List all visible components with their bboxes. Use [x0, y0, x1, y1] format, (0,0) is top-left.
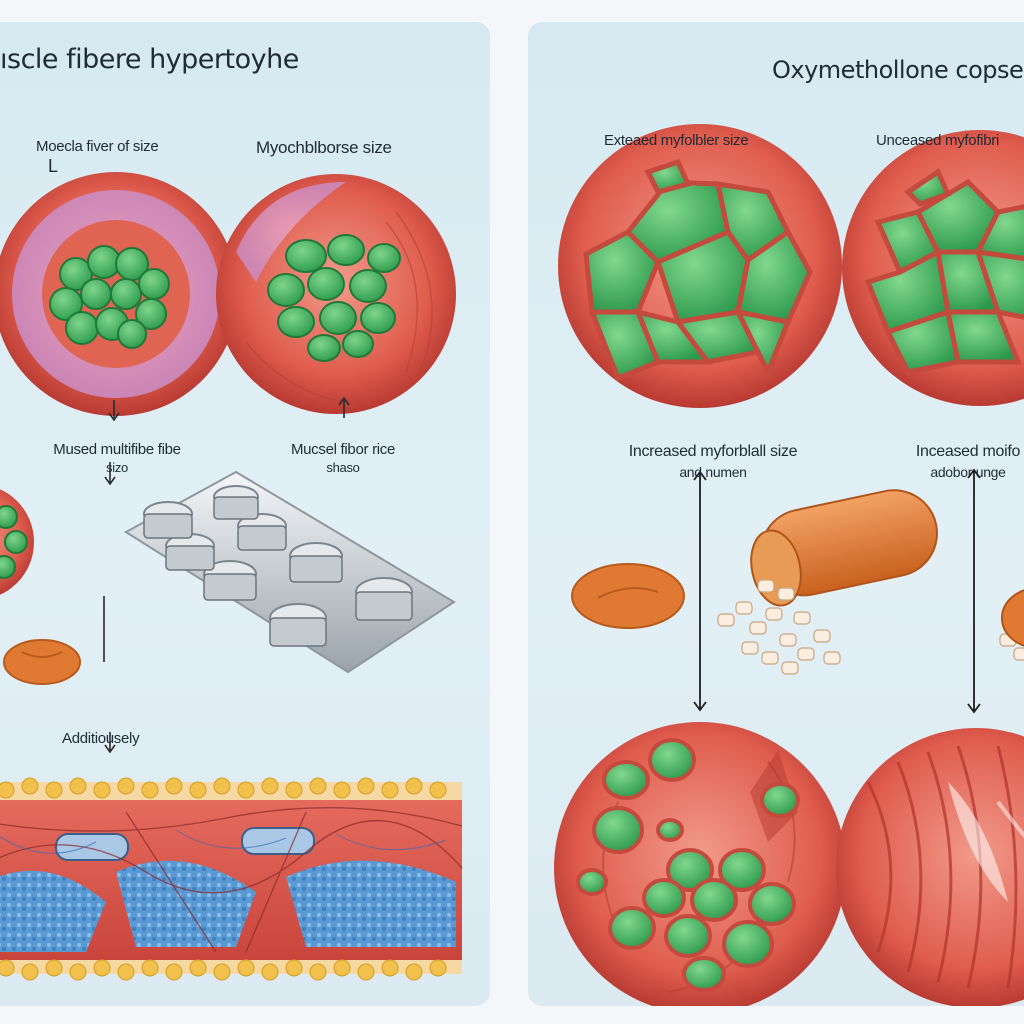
label-l: L: [48, 156, 58, 176]
oxymetholone-capsule: [750, 489, 938, 607]
label-increased-right: Inceased moifo adobor unge: [915, 443, 1021, 480]
label-muscel-fiber: Mucsel fibor rice shaso: [290, 441, 396, 475]
label-myofibril-size: Myochblborse size: [256, 138, 392, 157]
muscle-fiber-longitudinal-cut: [836, 728, 1024, 1006]
left-panel-artwork: [0, 172, 463, 981]
right-panel-artwork: [554, 124, 1024, 1006]
left-panel-title: ıscle fibere hypertoyhe: [0, 44, 299, 75]
label-increased-myofibril: Increased myforblall size and numen: [628, 443, 798, 480]
left-panel: ıscle fibere hypertoyhe: [0, 22, 490, 1006]
right-panel-title: Oxymethollone copse: [772, 56, 1024, 84]
blister-pack: [124, 470, 456, 674]
label-additionally: Additiousely: [62, 730, 140, 747]
muscle-fiber-partial: [0, 489, 34, 595]
enlarged-fiber-cross-section-2: [842, 130, 1024, 406]
muscle-fiber-cross-section-1: [0, 172, 238, 416]
muscle-fiber-cross-section-2: [216, 174, 456, 414]
label-mused-multifibe: Mused multifibe fibe sizo: [53, 441, 181, 475]
enlarged-fiber-cross-section-1: [558, 124, 842, 408]
label-unceased: Unceased myfofibri: [876, 132, 999, 149]
hypertrophied-fiber-cross-section: [554, 722, 846, 1006]
capsule-partial-right: [1001, 589, 1024, 647]
tablet-pill-right: [571, 563, 685, 629]
pellets: [717, 579, 1024, 675]
right-panel: Oxymethollone copse: [528, 22, 1024, 1006]
label-exteaed: Exteaed myfolbler size: [604, 132, 749, 149]
label-fiber-size: Moecla fiver of size: [36, 138, 159, 155]
arrows: [103, 396, 350, 754]
muscle-tissue-band: [0, 777, 463, 981]
tablet-pill: [3, 639, 81, 685]
arrows-right: [693, 468, 981, 714]
